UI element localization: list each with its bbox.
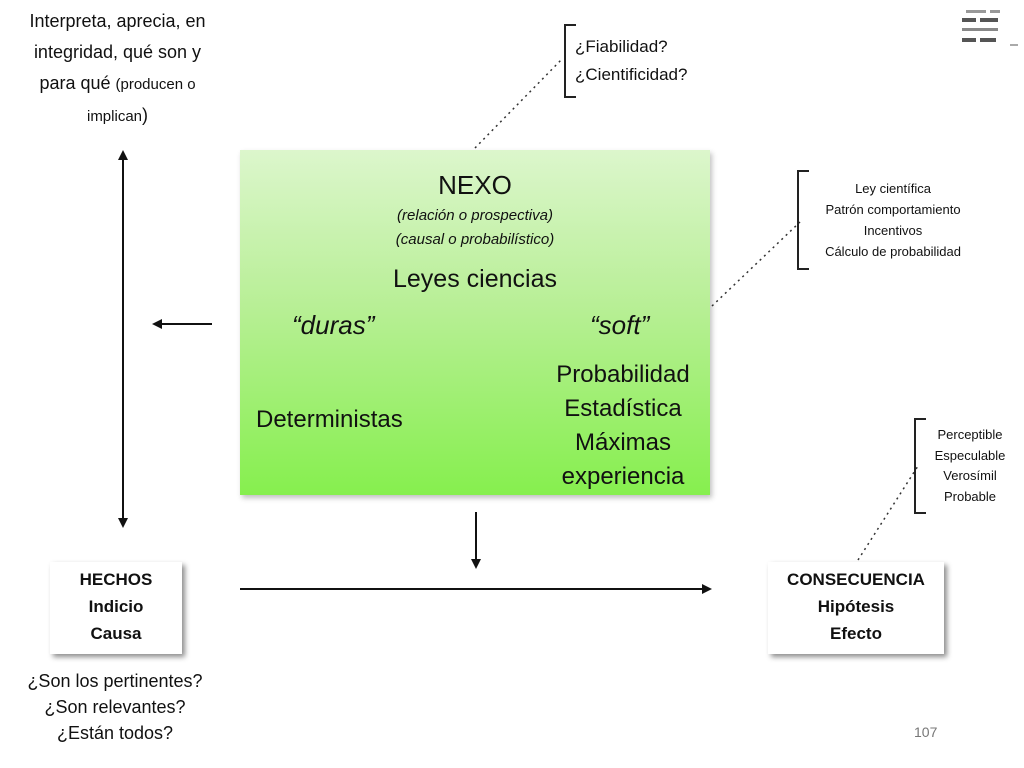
logo-icon: [962, 10, 1018, 46]
prob-item: Estadística: [564, 395, 682, 422]
nexo-title: NEXO: [438, 170, 512, 200]
consecuencia-item: Efecto: [830, 624, 882, 643]
bottom-questions: ¿Son los pertinentes? ¿Son relevantes? ¿…: [10, 668, 220, 746]
ley-list: Ley científica Patrón comportamiento Inc…: [803, 178, 983, 262]
hechos-item: Indicio: [88, 597, 144, 616]
question-item: ¿Son relevantes?: [44, 697, 186, 717]
ley-item: Ley científica: [855, 181, 931, 196]
bracket-ley: [797, 170, 809, 270]
cientificidad-item: ¿Cientificidad?: [575, 65, 688, 84]
deterministas-label: Deterministas: [256, 406, 403, 433]
ley-item: Cálculo de probabilidad: [825, 244, 961, 259]
probabilidad-list: Probabilidad Estadística Máximas experie…: [538, 358, 708, 494]
leyes-ciencias: Leyes ciencias: [393, 265, 557, 293]
note-line-2: integridad, qué son y: [33, 42, 202, 62]
consecuencia-item: Hipótesis: [817, 597, 895, 616]
prob-item: Probabilidad: [556, 361, 690, 388]
fiabilidad-list: ¿Fiabilidad? ¿Cientificidad?: [575, 33, 687, 89]
note-line-4: implican): [10, 100, 225, 132]
note-line-3-main: para qué: [39, 73, 116, 93]
dotted-connector-ley: [711, 221, 801, 307]
dotted-connector-perceptible: [857, 465, 919, 561]
hechos-box: HECHOS Indicio Causa: [50, 562, 182, 654]
perc-item: Especulable: [934, 447, 1006, 463]
perc-item: Verosímil: [943, 468, 997, 483]
nexo-subtitle-2: (causal o probabilístico): [395, 231, 555, 248]
hechos-title: HECHOS: [79, 570, 153, 589]
consecuencia-title: CONSECUENCIA: [787, 570, 925, 589]
note-line-1: Interpreta, aprecia, en: [29, 11, 206, 31]
note-line-3-small: (producen o: [115, 76, 196, 93]
bracket-fiabilidad: [564, 24, 576, 98]
bracket-perceptible: [914, 418, 926, 514]
prob-item: Máximas: [574, 429, 671, 456]
note-line-3: para qué (producen o: [10, 68, 225, 100]
question-item: ¿Están todos?: [56, 723, 174, 743]
hechos-item: Causa: [90, 624, 142, 643]
fiabilidad-item: ¿Fiabilidad?: [575, 37, 668, 56]
note-line-4-close: ): [142, 105, 149, 125]
duras-label: “duras”: [292, 310, 375, 340]
ley-item: Incentivos: [863, 223, 923, 238]
dotted-connector-fiabilidad: [474, 57, 564, 149]
prob-item: experiencia: [561, 463, 685, 490]
perceptible-list: Perceptible Especulable Verosímil Probab…: [920, 425, 1020, 507]
top-left-note: Interpreta, aprecia, en integridad, qué …: [10, 6, 225, 132]
perc-item: Perceptible: [937, 427, 1003, 442]
soft-label: “soft”: [590, 310, 650, 340]
page-number: 107: [914, 724, 938, 740]
consecuencia-box: CONSECUENCIA Hipótesis Efecto: [768, 562, 944, 654]
ley-item: Patrón comportamiento: [825, 202, 961, 217]
perc-item: Probable: [943, 488, 997, 504]
nexo-subtitle-1: (relación o prospectiva): [397, 207, 553, 224]
note-line-4-small: implican: [86, 108, 143, 125]
nexo-box: NEXO (relación o prospectiva) (causal o …: [240, 150, 710, 495]
question-item: ¿Son los pertinentes?: [27, 671, 203, 691]
